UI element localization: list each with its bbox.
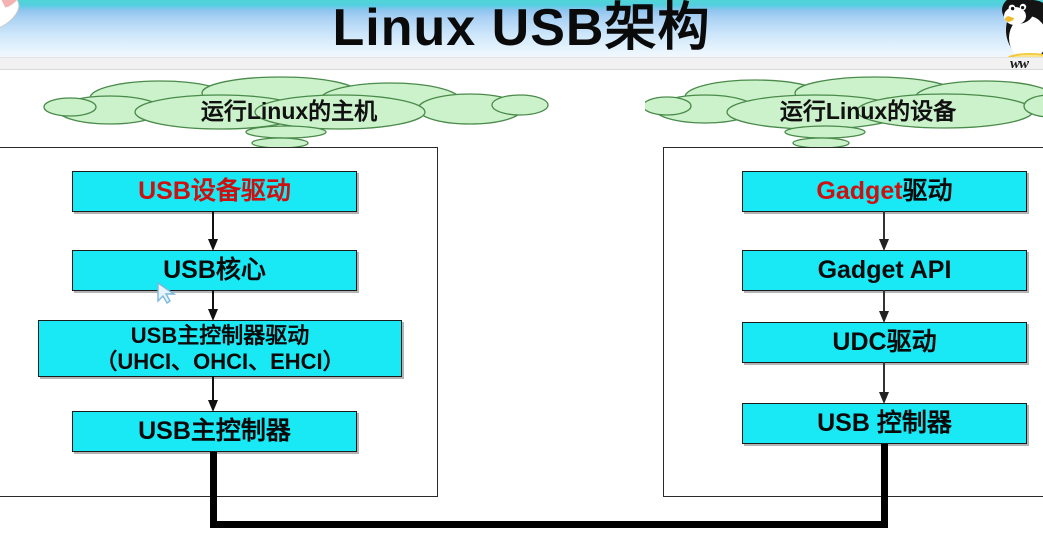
box-udc-driver[interactable]: UDC驱动 (742, 322, 1027, 363)
usb-cable-left-segment (210, 452, 217, 528)
box-gadget-api[interactable]: Gadget API (742, 250, 1027, 291)
callout-host-cloud: 运行Linux的主机 (40, 76, 550, 148)
arrow-core-to-hcd (208, 290, 218, 321)
box-usb-core[interactable]: USB核心 (72, 250, 357, 291)
mouse-pointer-icon (157, 281, 177, 304)
usb-cable-right-segment (881, 444, 888, 528)
box-usb-core-label: USB核心 (163, 255, 266, 284)
box-usb-host-controller-driver[interactable]: USB主控制器驱动 （UHCI、OHCI、EHCI） (38, 320, 402, 377)
box-usb-host-controller[interactable]: USB主控制器 (72, 411, 357, 452)
arrow-hcd-to-host-controller (208, 376, 218, 412)
box-usb-host-controller-label: USB主控制器 (138, 416, 291, 445)
header-divider-strip (0, 57, 1043, 70)
bottom-caption (0, 516, 1043, 535)
box-hcd-label-line2: （UHCI、OHCI、EHCI） (95, 348, 345, 374)
box-gadget-api-label: Gadget API (817, 255, 952, 284)
slide-header-banner: Linux USB架构 (0, 0, 1043, 57)
tux-penguin-icon (1002, 0, 1043, 57)
cloud-shape (645, 76, 1043, 148)
box-usb-controller-label: USB 控制器 (817, 408, 952, 437)
box-usb-device-driver-label: 设备驱动 (190, 176, 291, 205)
page-title: Linux USB架构 (332, 0, 711, 57)
box-gadget-driver[interactable]: Gadget驱动 (742, 171, 1027, 212)
box-usb-controller[interactable]: USB 控制器 (742, 403, 1027, 444)
device-side-panel (663, 147, 1043, 497)
arrow-udc-to-usb-controller (879, 362, 889, 404)
tux-penguin-icon (0, 0, 20, 32)
cloud-shape (43, 76, 549, 148)
callout-device-cloud: 运行Linux的设备 (645, 76, 1043, 148)
box-gadget-driver-accent: Gadget (816, 176, 903, 205)
site-watermark: ww (1010, 56, 1029, 72)
usb-cable-bottom-segment (210, 521, 888, 528)
host-side-panel (0, 147, 438, 497)
box-usb-device-driver[interactable]: USB设备驱动 (72, 171, 357, 212)
box-hcd-label-line1: USB主控制器驱动 (130, 322, 310, 348)
arrow-gadget-driver-to-api (879, 211, 889, 251)
arrow-api-to-udc (879, 290, 889, 323)
box-usb-device-driver-accent: USB (138, 176, 191, 205)
box-udc-driver-label: UDC驱动 (832, 327, 937, 356)
arrow-device-driver-to-core (208, 211, 218, 251)
box-gadget-driver-label: 驱动 (902, 176, 953, 205)
